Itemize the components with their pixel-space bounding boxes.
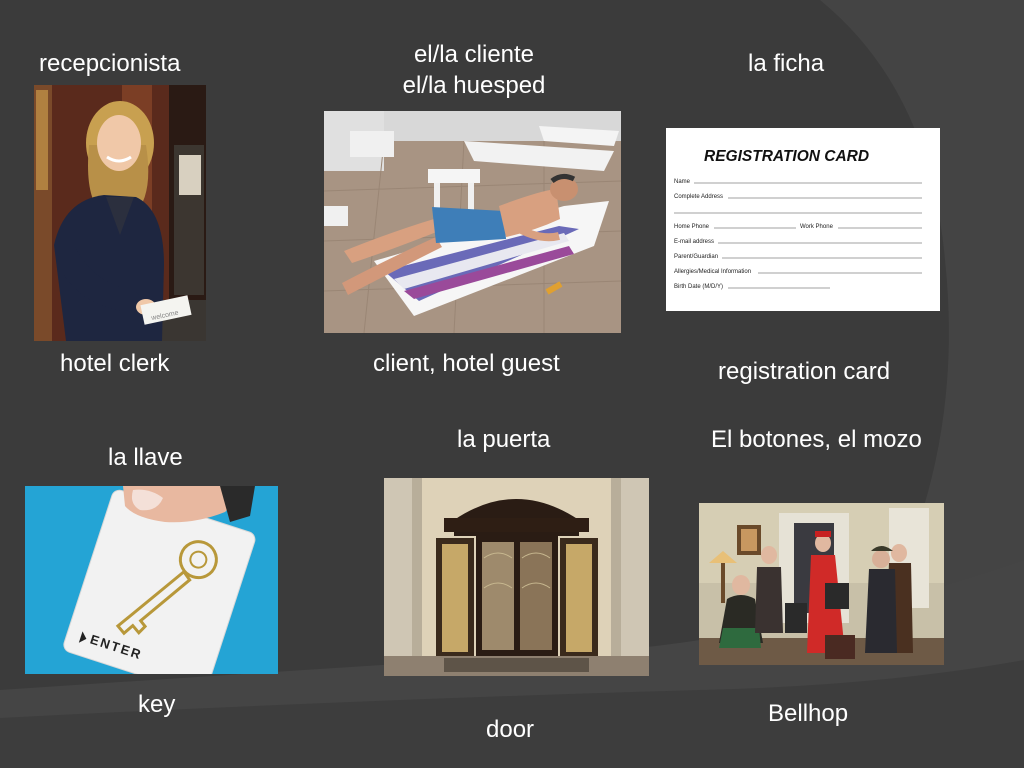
field-name: Name bbox=[674, 179, 691, 185]
field-email: E-mail address bbox=[674, 239, 714, 245]
field-birth-date: Birth Date (M/D/Y) bbox=[674, 284, 723, 290]
label-key: key bbox=[138, 691, 176, 718]
field-allergies: Allergies/Medical Information bbox=[674, 269, 751, 275]
bellhop-scene-photo bbox=[699, 503, 944, 665]
registration-card-image: REGISTRATION CARD Name Complete Address … bbox=[666, 128, 940, 311]
label-la-puerta: la puerta bbox=[457, 426, 551, 453]
label-cliente-line1: el/la cliente bbox=[413, 41, 535, 68]
label-client-hotel-guest: client, hotel guest bbox=[373, 350, 560, 377]
label-registration-card: registration card bbox=[718, 358, 891, 385]
revolving-door-photo bbox=[384, 478, 649, 676]
field-work-phone: Work Phone bbox=[800, 224, 834, 230]
label-bellhop: Bellhop bbox=[768, 700, 849, 727]
sunbathing-guest-photo bbox=[324, 111, 621, 333]
label-recepcionista: recepcionista bbox=[39, 50, 181, 77]
field-home-phone: Home Phone bbox=[674, 224, 710, 230]
label-el-botones: El botones, el mozo bbox=[711, 426, 922, 453]
label-la-llave: la llave bbox=[108, 444, 183, 471]
label-cliente: el/la cliente el/la huesped bbox=[392, 39, 556, 101]
registration-card-title: REGISTRATION CARD bbox=[704, 148, 869, 165]
label-la-ficha: la ficha bbox=[748, 50, 825, 77]
label-door: door bbox=[486, 716, 535, 743]
field-parent-guardian: Parent/Guardian bbox=[674, 254, 718, 260]
key-card-photo: ENTER bbox=[25, 486, 278, 674]
label-cliente-line2: el/la huesped bbox=[402, 72, 546, 99]
field-complete-address: Complete Address bbox=[674, 194, 723, 200]
label-hotel-clerk: hotel clerk bbox=[60, 350, 170, 377]
hotel-clerk-photo: welcome bbox=[34, 85, 206, 341]
